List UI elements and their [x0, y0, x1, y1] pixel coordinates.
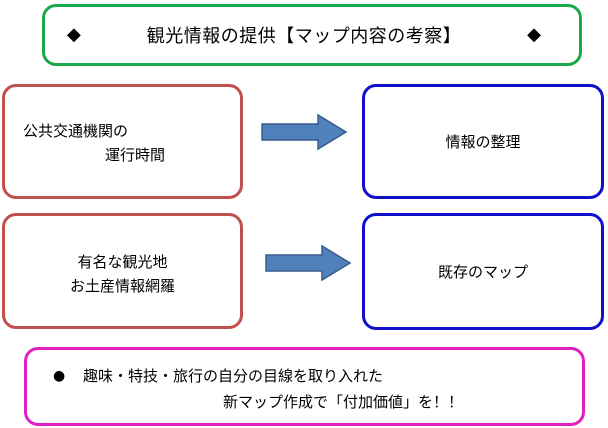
node-sights-line1: 有名な観光地 [77, 253, 168, 271]
arrow-right-icon [261, 113, 348, 151]
node-organize-info: 情報の整理 [362, 84, 604, 199]
node-maps-label: 既存のマップ [437, 262, 528, 281]
node-transit-hours: 公共交通機関の 運行時間 [2, 84, 243, 199]
title-right-diamond-icon: ◆ [527, 24, 541, 45]
title-box: ◆ 観光情報の提供【マップ内容の考察】 ◆ [42, 4, 582, 66]
node-sights-souvenirs: 有名な観光地 お土産情報網羅 [2, 213, 243, 329]
node-organize-label: 情報の整理 [445, 132, 521, 151]
diagram-title: 観光情報の提供【マップ内容の考察】 [146, 26, 462, 47]
title-left-diamond-icon: ◆ [67, 24, 81, 45]
note-box: ● 趣味・特技・旅行の自分の目線を取り入れた 新マップ作成で「付加価値」を！！ [24, 347, 585, 426]
note-line2: 新マップ作成で「付加価値」を！！ [223, 393, 464, 411]
node-sights-text: 有名な観光地 お土産情報網羅 [5, 250, 240, 298]
node-existing-maps: 既存のマップ [362, 213, 604, 330]
bullet-icon: ● [53, 368, 66, 384]
node-sights-line2: お土産情報網羅 [69, 277, 175, 295]
node-transit-line1: 公共交通機関の [23, 122, 129, 140]
note-line1: 趣味・特技・旅行の自分の目線を取り入れた [83, 367, 384, 385]
node-transit-line2: 運行時間 [105, 146, 166, 164]
arrow-right-icon [265, 244, 352, 282]
